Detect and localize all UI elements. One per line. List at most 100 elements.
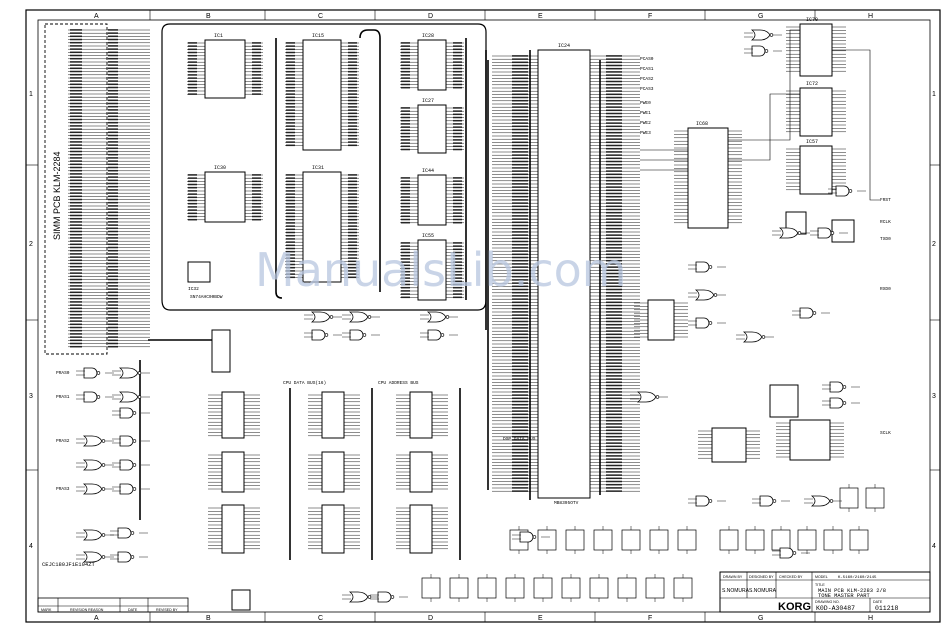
pin-text (401, 45, 410, 47)
pin-text (512, 272, 528, 275)
simm-pin-text (70, 339, 82, 342)
pin-text (188, 193, 197, 195)
pin-text (348, 241, 357, 243)
pin-text (606, 157, 622, 160)
pin-text (401, 267, 410, 270)
pin-text (606, 112, 622, 115)
mb-rom-label: MB8395OTV (554, 500, 579, 506)
pin-text (453, 123, 462, 125)
pin-text (606, 93, 622, 96)
simm-pin-text (70, 243, 82, 246)
pin-text (512, 179, 528, 182)
pin-text (286, 250, 295, 253)
pin-text (453, 86, 462, 89)
ic1-label: IC1 (214, 33, 223, 39)
pin-text (286, 241, 295, 243)
pin-text (286, 90, 295, 92)
pin-text (286, 183, 295, 186)
simm-pin-text (108, 118, 118, 121)
pin-text (606, 375, 622, 377)
inner-frame (37, 19, 931, 613)
pin-text (401, 177, 410, 179)
pin-text (606, 195, 622, 198)
pin-text (348, 222, 357, 224)
simm-pin-text (70, 105, 82, 108)
logic-gate (118, 367, 139, 379)
simm-pin-text (70, 281, 82, 284)
pin-text (512, 58, 528, 60)
simm-pin-text (108, 173, 118, 175)
pin-text (401, 277, 410, 279)
pin-text (606, 314, 622, 316)
pin-text (453, 245, 462, 247)
pin-text (512, 279, 528, 281)
pin-text (188, 77, 197, 79)
pin-text (286, 102, 295, 105)
tb-model-label: MODEL (815, 575, 828, 579)
simm-pin-text (70, 51, 82, 54)
pin-text (606, 253, 622, 256)
pin-text (401, 242, 410, 244)
grid-col-label: A (94, 13, 99, 20)
bypass-cap (677, 529, 697, 551)
pin-text (512, 307, 528, 310)
gate-bubble (367, 315, 372, 319)
logic-gate (695, 261, 710, 273)
simm-pin-text (70, 121, 82, 124)
pin-text (512, 55, 528, 57)
pin-text (606, 336, 622, 339)
pin-text (286, 141, 295, 143)
buffer-chip (409, 504, 433, 554)
pin-text (348, 263, 357, 266)
pin-text (512, 269, 528, 272)
ic32-label: IC32 (188, 286, 199, 292)
pin-text (512, 311, 528, 313)
rev-header: REVISION REASON (70, 608, 104, 612)
pin-text (348, 270, 357, 272)
pin-text (453, 113, 462, 116)
pin-text (512, 243, 528, 246)
simm-pin-text (70, 160, 82, 162)
pin-text (512, 202, 528, 204)
bypass-cap (421, 577, 441, 599)
simm-pin-text (70, 144, 82, 146)
gate-bubble (792, 551, 797, 555)
small-chip (231, 589, 251, 611)
buffer-chip (409, 451, 433, 493)
tb-drawn-by: S.NOMURA (722, 588, 750, 594)
simm-pin-text (70, 342, 82, 345)
right-wiring (640, 29, 880, 201)
pin-text (606, 131, 622, 134)
simm-pin-text (70, 45, 82, 47)
pin-text (401, 145, 410, 148)
simm-pin-text (108, 109, 118, 111)
simm-pin-text (108, 96, 118, 98)
pin-text (606, 144, 622, 147)
tb-model-value: K-5160/2160/2145 (838, 575, 877, 580)
pin-text (512, 471, 528, 473)
simm-pin-text (108, 336, 118, 338)
simm-pin-text (70, 208, 82, 210)
gates-right (512, 29, 866, 559)
pin-text (453, 70, 462, 73)
outer-frame (25, 9, 941, 623)
gate-bubble (101, 555, 106, 559)
pin-text (348, 206, 357, 208)
pin-text (348, 122, 357, 124)
pin-text (512, 467, 528, 470)
pin-text (512, 103, 528, 105)
tb-drawn-label: DRAWN BY (723, 575, 743, 579)
pin-text (606, 381, 622, 384)
pin-text (606, 339, 622, 342)
pin-text (286, 177, 295, 179)
pin-text (512, 122, 528, 124)
simm-pin-text (70, 256, 82, 258)
simm-pin-text (70, 93, 82, 95)
simm-pin-text (108, 230, 118, 233)
pin-text (286, 83, 295, 86)
pin-text (512, 115, 528, 118)
simm-pin-text (108, 93, 118, 95)
pin-text (286, 199, 295, 202)
pin-text (453, 139, 462, 141)
pin-text (606, 368, 622, 371)
